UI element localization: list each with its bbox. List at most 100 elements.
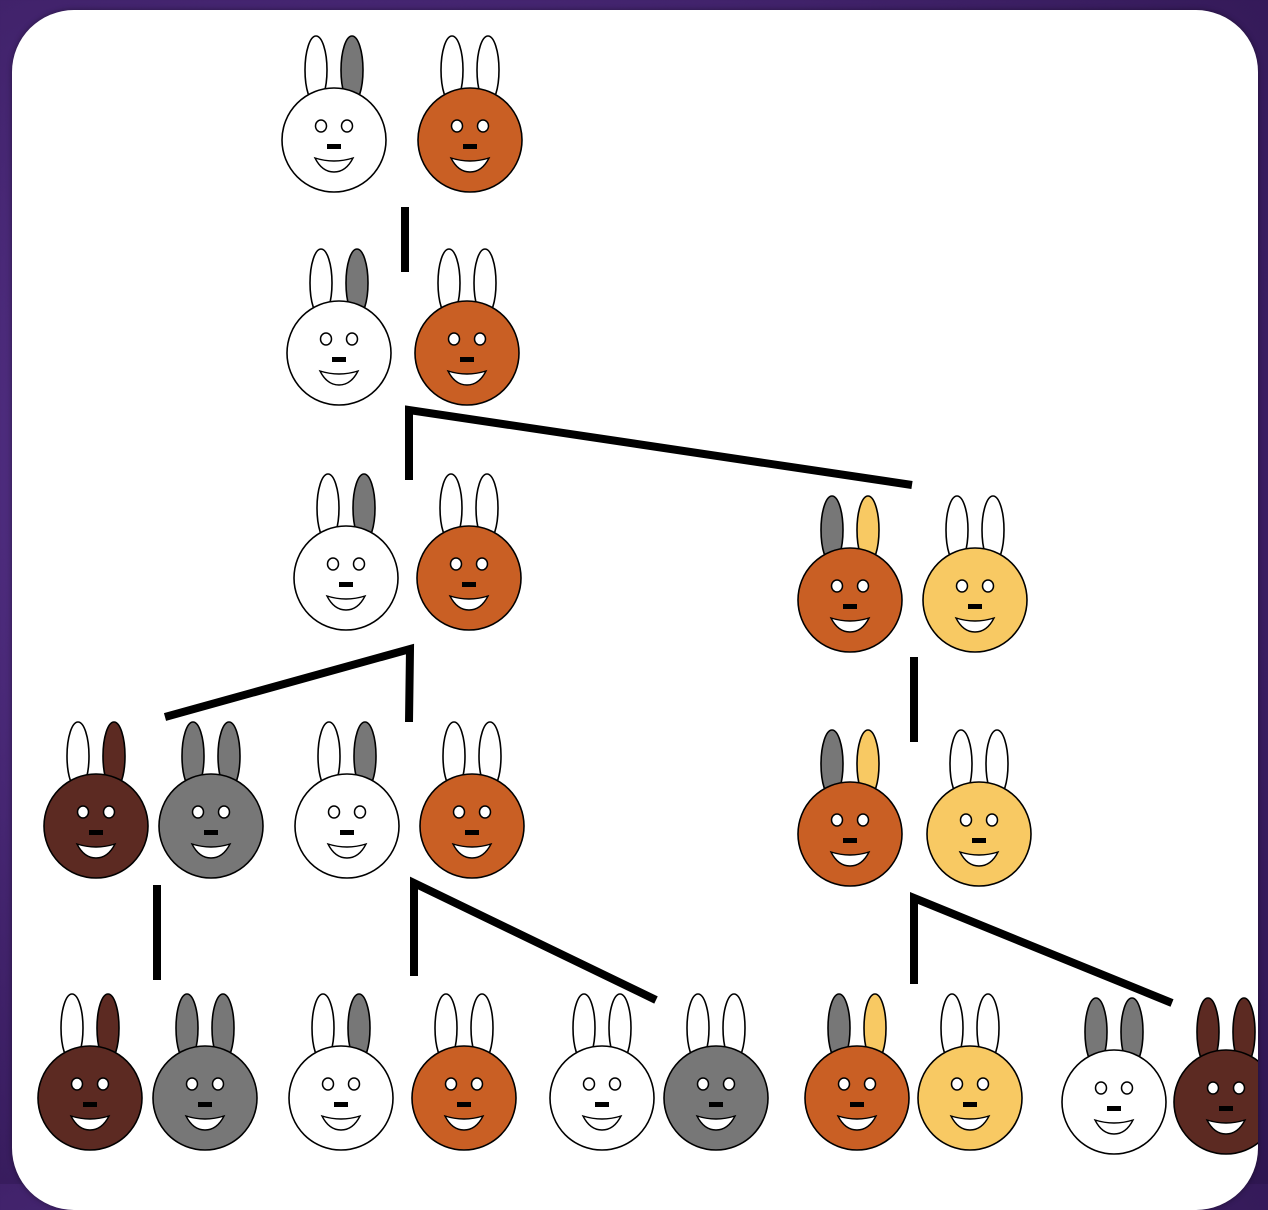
rabbit-pair-p9 — [288, 993, 517, 1151]
rabbit-pair-p4 — [797, 495, 1028, 653]
rabbit-eye — [340, 119, 354, 133]
rabbit-face — [288, 1045, 394, 1151]
rabbit-mouth — [190, 842, 232, 859]
rabbit-nose — [972, 838, 986, 843]
rabbit-face — [411, 1045, 517, 1151]
rabbit-mouth — [446, 369, 488, 386]
rabbit-icon — [549, 993, 655, 1151]
rabbit-mouth — [954, 616, 996, 633]
rabbit-nose — [334, 1102, 348, 1107]
lineage-line-p6-p9 — [410, 876, 658, 1004]
rabbit-nose — [843, 838, 857, 843]
rabbit-eye — [475, 557, 489, 571]
rabbit-eye — [447, 332, 461, 346]
rabbit-eye — [70, 1077, 84, 1091]
rabbit-eye — [856, 579, 870, 593]
rabbit-eye — [1094, 1081, 1108, 1095]
rabbit-icon — [43, 721, 149, 879]
rabbit-eye — [211, 1077, 225, 1091]
rabbit-mouth — [829, 616, 871, 633]
rabbit-eye — [856, 813, 870, 827]
rabbit-nose — [462, 582, 476, 587]
rabbit-eye — [863, 1077, 877, 1091]
rabbit-icon — [917, 993, 1023, 1151]
rabbit-icon — [797, 729, 903, 887]
lineage-line-p2-p3 — [405, 405, 913, 489]
rabbit-eye — [1120, 1081, 1134, 1095]
rabbit-nose — [843, 604, 857, 609]
rabbit-mouth — [318, 369, 360, 386]
rabbit-generations — [37, 35, 1258, 1155]
rabbit-mouth — [695, 1114, 737, 1131]
rabbit-eye — [981, 579, 995, 593]
rabbit-eye — [837, 1077, 851, 1091]
lineage-line-p3-p5 — [163, 643, 415, 723]
rabbit-mouth — [451, 842, 493, 859]
rabbit-eye — [959, 813, 973, 827]
rabbit-icon — [1061, 997, 1167, 1155]
rabbit-mouth — [325, 594, 367, 611]
rabbit-icon — [152, 993, 258, 1151]
rabbit-icon — [37, 993, 143, 1151]
rabbit-eye — [452, 805, 466, 819]
rabbit-pair-p6 — [294, 721, 525, 879]
rabbit-eye — [950, 1077, 964, 1091]
rabbit-pair-p11 — [804, 993, 1023, 1151]
rabbit-nose — [457, 1102, 471, 1107]
rabbit-eye — [830, 813, 844, 827]
rabbit-nose — [1219, 1106, 1233, 1111]
rabbit-face — [286, 300, 392, 406]
rabbit-icon — [281, 35, 387, 193]
rabbit-icon — [419, 721, 525, 879]
rabbit-eye — [470, 1077, 484, 1091]
rabbit-eye — [976, 1077, 990, 1091]
rabbit-icon — [416, 473, 522, 631]
rabbit-eye — [955, 579, 969, 593]
rabbit-eye — [985, 813, 999, 827]
rabbit-mouth — [326, 842, 368, 859]
rabbit-mouth — [320, 1114, 362, 1131]
lineage-lines — [153, 207, 1174, 1007]
rabbit-nose — [465, 830, 479, 835]
rabbit-eye — [473, 332, 487, 346]
rabbit-icon — [417, 35, 523, 193]
rabbit-nose — [332, 357, 346, 362]
rabbit-face — [281, 87, 387, 193]
rabbit-eye — [444, 1077, 458, 1091]
rabbit-icon — [414, 248, 520, 406]
rabbit-face — [416, 525, 522, 631]
rabbit-pair-p5 — [43, 721, 264, 879]
rabbit-eye — [76, 805, 90, 819]
rabbit-face — [37, 1045, 143, 1151]
rabbit-mouth — [75, 842, 117, 859]
rabbit-icon — [293, 473, 399, 631]
rabbit-eye — [321, 1077, 335, 1091]
rabbit-face — [293, 525, 399, 631]
rabbit-face — [797, 781, 903, 887]
rabbit-icon — [286, 248, 392, 406]
rabbit-nose — [709, 1102, 723, 1107]
rabbit-face — [1173, 1049, 1258, 1155]
rabbit-pair-p12 — [1061, 997, 1258, 1155]
rabbit-eye — [347, 1077, 361, 1091]
rabbit-face — [152, 1045, 258, 1151]
rabbit-pair-p3 — [293, 473, 522, 631]
rabbit-mouth — [449, 156, 491, 173]
rabbit-nose — [1107, 1106, 1121, 1111]
rabbit-eye — [608, 1077, 622, 1091]
rabbit-icon — [288, 993, 394, 1151]
rabbit-face — [797, 547, 903, 653]
rabbit-nose — [327, 144, 341, 149]
rabbit-eye — [327, 805, 341, 819]
rabbit-eye — [353, 805, 367, 819]
rabbit-nose — [340, 830, 354, 835]
rabbit-icon — [158, 721, 264, 879]
rabbit-pair-p1 — [281, 35, 523, 193]
rabbit-pair-p8 — [37, 993, 258, 1151]
rabbit-eye — [345, 332, 359, 346]
rabbit-mouth — [829, 850, 871, 867]
rabbit-mouth — [443, 1114, 485, 1131]
rabbit-face — [663, 1045, 769, 1151]
rabbit-mouth — [958, 850, 1000, 867]
rabbit-mouth — [1205, 1118, 1247, 1135]
